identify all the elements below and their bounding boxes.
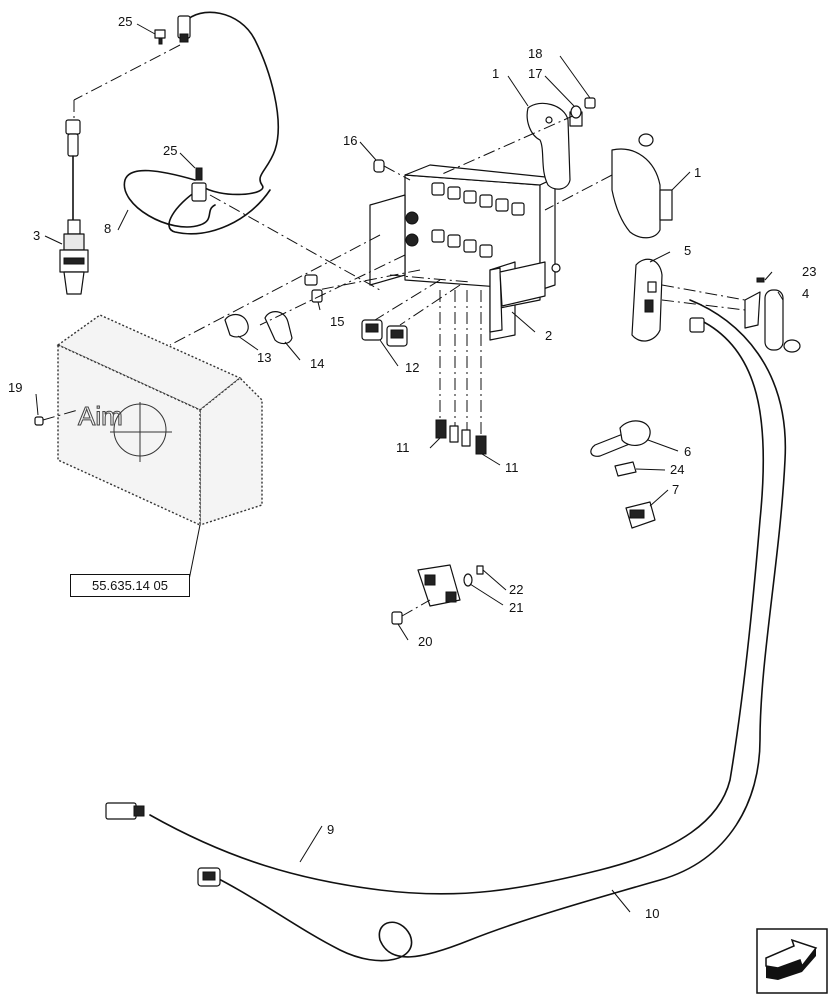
callout-25-mid: 25	[163, 143, 177, 158]
callout-8: 8	[104, 221, 111, 236]
callout-19: 19	[8, 380, 22, 395]
module-switch-row	[431, 182, 525, 258]
display-enclosure: Aim	[56, 314, 263, 527]
callout-24: 24	[670, 462, 684, 477]
switch-panel-5	[631, 258, 663, 342]
pressure-sensor-3	[59, 100, 89, 295]
nut-15	[304, 274, 323, 303]
lever-2	[489, 261, 546, 333]
reference-label: 55.635.14 05	[70, 574, 190, 597]
callout-12: 12	[405, 360, 419, 375]
callout-3: 3	[33, 228, 40, 243]
callout-numbers: 25 18 1 17 16 25 1 3 8 5 23 4 15 2 13 14…	[8, 14, 816, 921]
callout-23: 23	[802, 264, 816, 279]
callout-9: 9	[327, 822, 334, 837]
callout-15: 15	[330, 314, 344, 329]
callout-6: 6	[684, 444, 691, 459]
switch-7	[625, 501, 656, 529]
callout-20: 20	[418, 634, 432, 649]
sensor-harness	[73, 11, 279, 196]
callout-22: 22	[509, 582, 523, 597]
callout-13: 13	[257, 350, 271, 365]
screw-23	[756, 277, 765, 283]
screw-25-top	[154, 29, 166, 45]
callout-18: 18	[528, 46, 542, 61]
valve-20-21-22	[391, 564, 484, 625]
callout-25-top: 25	[118, 14, 132, 29]
harness-9-10	[105, 299, 787, 962]
callout-14: 14	[310, 356, 324, 371]
bracket-1-right	[544, 133, 673, 239]
callout-5: 5	[684, 243, 691, 258]
switch-caps-12	[361, 319, 408, 347]
callout-17: 17	[528, 66, 542, 81]
callout-4: 4	[802, 286, 809, 301]
screw-19	[34, 409, 79, 426]
callout-11-right: 11	[505, 460, 519, 475]
logo-text: Aim	[78, 401, 123, 431]
leader-lines	[35, 23, 784, 913]
callout-11-left: 11	[396, 440, 410, 455]
connectors-11	[435, 419, 487, 455]
callout-10: 10	[645, 906, 659, 921]
callout-1-right: 1	[694, 165, 701, 180]
clip-24	[614, 461, 637, 477]
callout-21: 21	[509, 600, 523, 615]
navigation-arrow-icon[interactable]	[756, 928, 828, 994]
callout-7: 7	[672, 482, 679, 497]
washer-17-nut-18	[570, 97, 596, 119]
knob-13	[224, 314, 249, 338]
control-module	[369, 164, 561, 341]
harness-8	[123, 167, 381, 291]
switch-4	[661, 284, 801, 353]
callout-2: 2	[545, 328, 552, 343]
callout-16: 16	[343, 133, 357, 148]
screw-16	[373, 159, 411, 181]
key-6	[590, 420, 651, 457]
assembly-guides	[169, 234, 482, 436]
callout-1-left: 1	[492, 66, 499, 81]
